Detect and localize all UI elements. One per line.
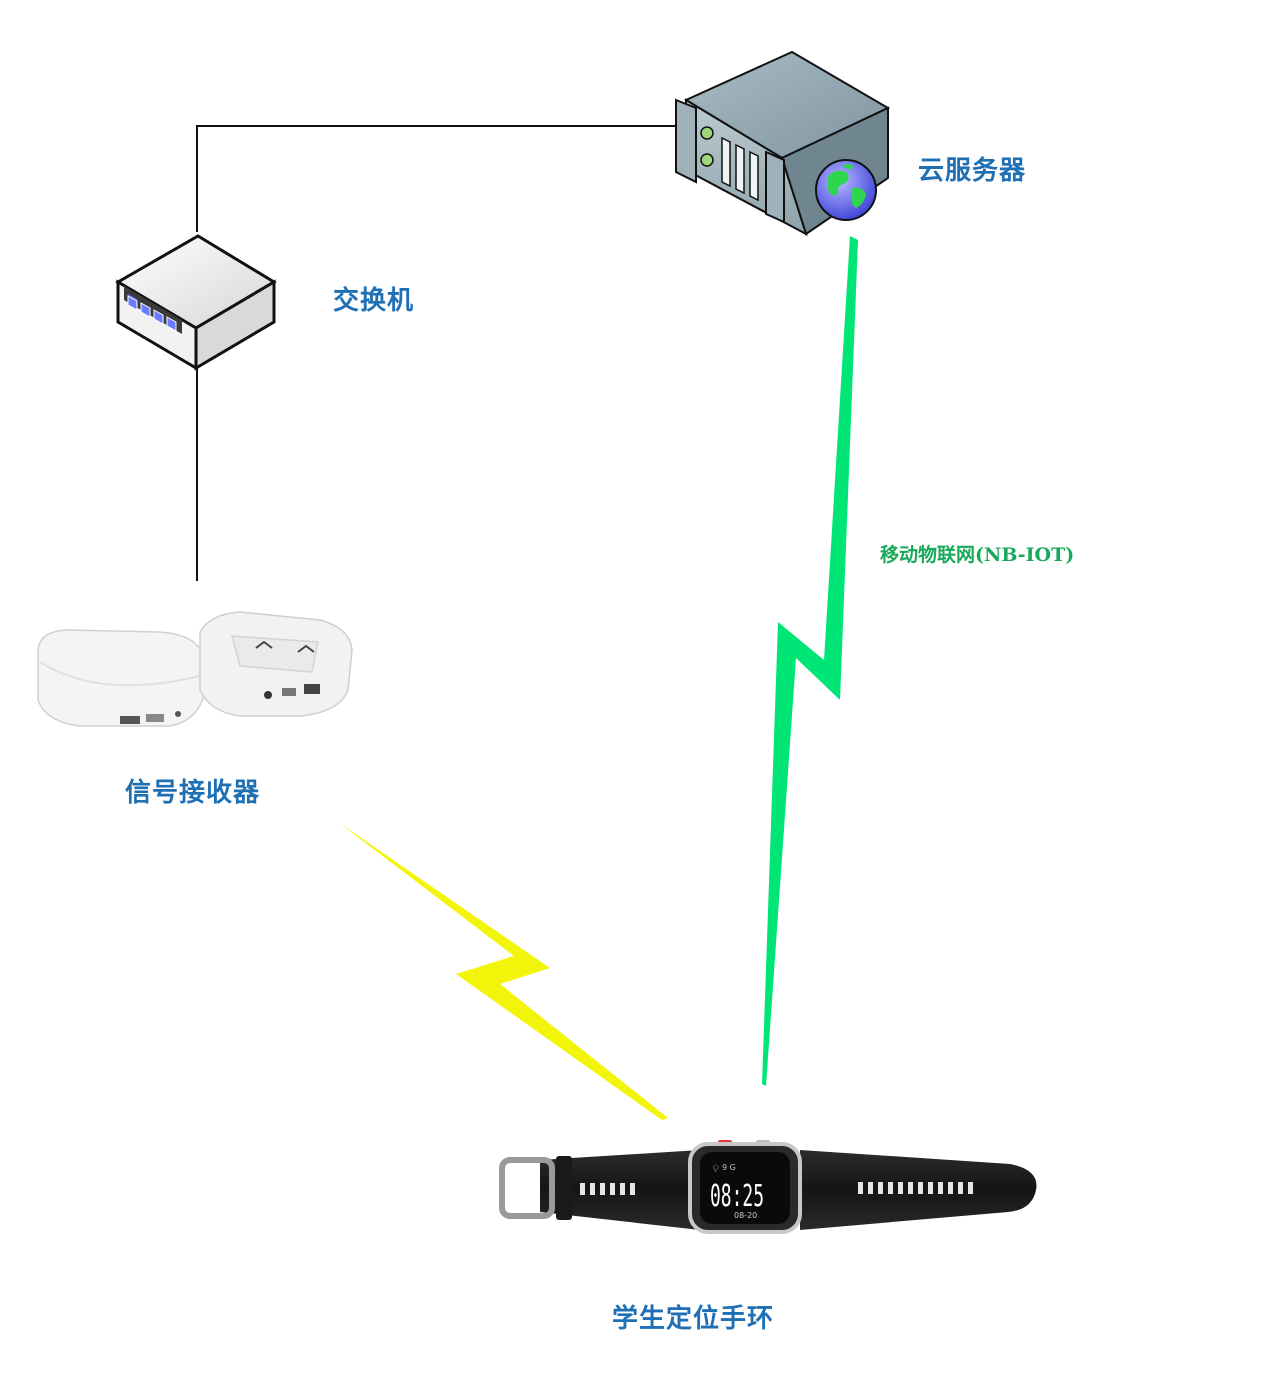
receiver-label: 信号接收器 — [125, 778, 261, 808]
wristband-icon — [499, 1140, 1037, 1234]
switch-icon — [115, 234, 277, 371]
switch-port-icons — [127, 295, 177, 332]
wristband-label: 学生定位手环 — [612, 1304, 775, 1334]
wired-link-switch-server — [196, 125, 676, 232]
watch-date-text: 08-20 — [734, 1211, 757, 1220]
cloud-server-label: 云服务器 — [918, 156, 1027, 186]
watch-time-text: 08:25 — [710, 1179, 764, 1214]
globe-icon — [815, 159, 877, 221]
short-range-link — [338, 822, 668, 1120]
watch-status-text: ৃ 9 G — [712, 1163, 736, 1172]
nbiot-link — [762, 236, 858, 1086]
nbiot-link-label: 移动物联网(NB-IOT) — [880, 544, 1075, 566]
switch-label: 交换机 — [333, 286, 415, 316]
receiver-icon — [37, 611, 353, 727]
